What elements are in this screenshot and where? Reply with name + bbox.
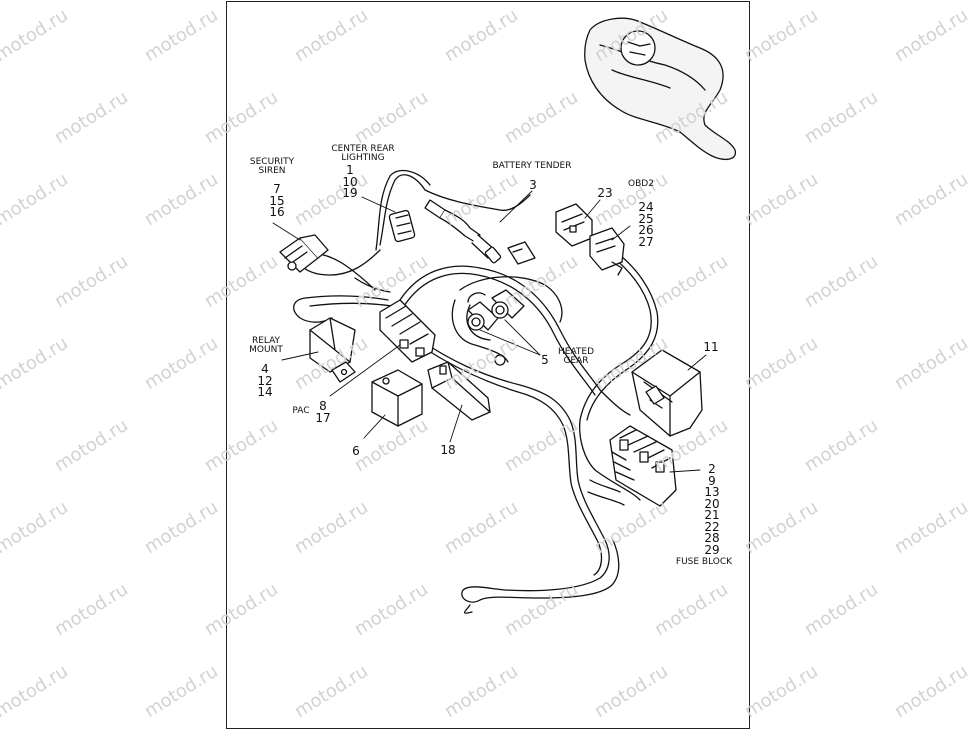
callout-18: 18 bbox=[440, 443, 456, 457]
callout-3: 3 bbox=[529, 178, 537, 192]
pac-label: PAC bbox=[292, 406, 310, 416]
relay-6 bbox=[371, 369, 423, 427]
callout-11: 11 bbox=[703, 340, 719, 354]
battery-tender-label: BATTERY TENDER bbox=[492, 161, 572, 171]
obd2-connector bbox=[589, 227, 625, 276]
heated-gear-connectors bbox=[467, 289, 525, 331]
callout-5: 5 bbox=[541, 353, 549, 367]
obd2-label: OBD2 bbox=[628, 179, 654, 189]
security-siren-connector bbox=[279, 234, 329, 273]
center-rear-lighting-connector bbox=[388, 209, 416, 243]
connector-23 bbox=[555, 203, 593, 247]
fuse-block-cover-11 bbox=[631, 349, 703, 437]
callout-23: 23 bbox=[597, 186, 613, 200]
motorcycle-locator-icon bbox=[584, 17, 737, 161]
callout-6: 6 bbox=[352, 444, 360, 458]
relay-mount bbox=[309, 317, 356, 383]
fuse-block bbox=[609, 425, 677, 507]
battery-tender-plug bbox=[424, 199, 536, 265]
pac-connector bbox=[379, 299, 436, 363]
connector-cap-18 bbox=[427, 361, 491, 421]
fuse-block-label: FUSE BLOCK bbox=[675, 557, 733, 567]
